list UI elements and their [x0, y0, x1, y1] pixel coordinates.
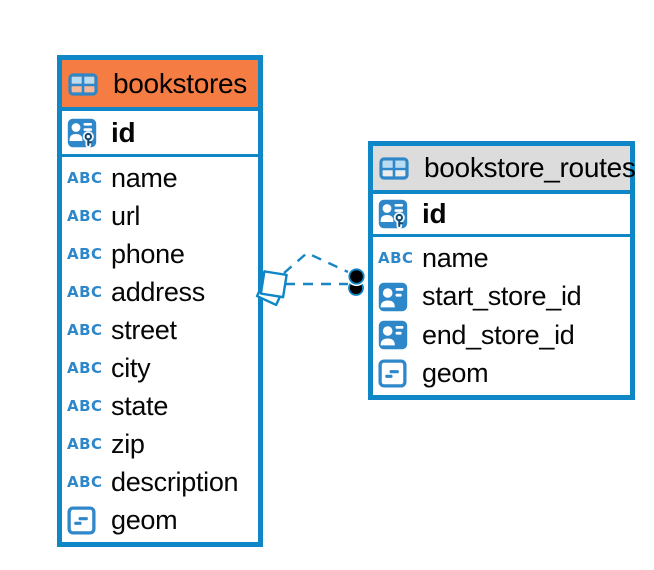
column-row-start-store-id[interactable]: start_store_id — [373, 277, 630, 316]
id-badge-icon — [378, 282, 414, 312]
column-name: end_store_id — [422, 319, 575, 350]
column-row-name[interactable]: ABC name — [373, 239, 630, 278]
abc-icon: ABC — [67, 244, 103, 263]
primary-key-icon — [67, 118, 103, 148]
table-icon — [68, 71, 104, 97]
table-icon — [379, 155, 415, 181]
column-name: phone — [111, 238, 185, 269]
abc-icon: ABC — [67, 473, 103, 492]
column-row-city[interactable]: ABC city — [62, 349, 258, 388]
column-list: ABC name start_store_id end_store_id geo… — [373, 237, 630, 395]
column-row-geom[interactable]: geom — [62, 501, 258, 540]
column-row-state[interactable]: ABC state — [62, 387, 258, 426]
column-row-street[interactable]: ABC street — [62, 311, 258, 350]
table-title: bookstore_routes — [424, 152, 636, 183]
relation-endpoint-dot-top — [348, 268, 365, 285]
relation-endpoint-dot-bottom — [348, 280, 364, 296]
table-bookstore-routes[interactable]: bookstore_routes id ABC name start_store… — [368, 141, 636, 400]
geometry-icon — [67, 506, 103, 535]
column-row-name[interactable]: ABC name — [62, 159, 258, 198]
table-header-bookstore-routes[interactable]: bookstore_routes — [373, 146, 636, 194]
column-row-end-store-id[interactable]: end_store_id — [373, 316, 630, 355]
abc-icon: ABC — [67, 206, 103, 225]
column-row-phone[interactable]: ABC phone — [62, 235, 258, 274]
column-name: city — [111, 353, 151, 384]
column-name: start_store_id — [422, 281, 582, 312]
relation-line-upper[interactable] — [283, 251, 349, 274]
column-name: geom — [422, 358, 489, 389]
column-name: name — [422, 242, 489, 273]
table-bookstores[interactable]: bookstores id ABC name ABC url ABC phone… — [57, 55, 263, 547]
column-name: description — [111, 467, 239, 498]
id-badge-icon — [378, 320, 414, 350]
abc-icon: ABC — [67, 282, 103, 301]
relation-endpoint-dots[interactable] — [346, 266, 367, 296]
column-name: street — [111, 314, 177, 345]
abc-icon: ABC — [67, 435, 103, 454]
column-name: name — [111, 162, 178, 193]
column-name: address — [111, 276, 205, 307]
primary-key-icon — [378, 199, 414, 229]
geometry-icon — [378, 359, 414, 388]
column-name: id — [111, 116, 136, 148]
column-row-id[interactable]: id — [373, 194, 630, 237]
column-row-id[interactable]: id — [62, 111, 258, 157]
column-row-address[interactable]: ABC address — [62, 273, 258, 312]
column-name: zip — [111, 429, 145, 460]
column-name: geom — [111, 505, 178, 536]
abc-icon: ABC — [67, 359, 103, 378]
abc-icon: ABC — [67, 168, 103, 187]
column-name: state — [111, 391, 169, 422]
column-list: ABC name ABC url ABC phone ABC address A… — [62, 157, 258, 542]
abc-icon: ABC — [378, 248, 414, 267]
column-row-geom[interactable]: geom — [373, 354, 630, 393]
column-row-zip[interactable]: ABC zip — [62, 425, 258, 464]
table-header-bookstores[interactable]: bookstores — [62, 60, 258, 111]
abc-icon: ABC — [67, 397, 103, 416]
column-name: id — [422, 198, 447, 229]
column-row-description[interactable]: ABC description — [62, 463, 258, 502]
column-row-url[interactable]: ABC url — [62, 197, 258, 236]
column-name: url — [111, 200, 141, 231]
table-title: bookstores — [113, 67, 247, 99]
abc-icon: ABC — [67, 320, 103, 339]
